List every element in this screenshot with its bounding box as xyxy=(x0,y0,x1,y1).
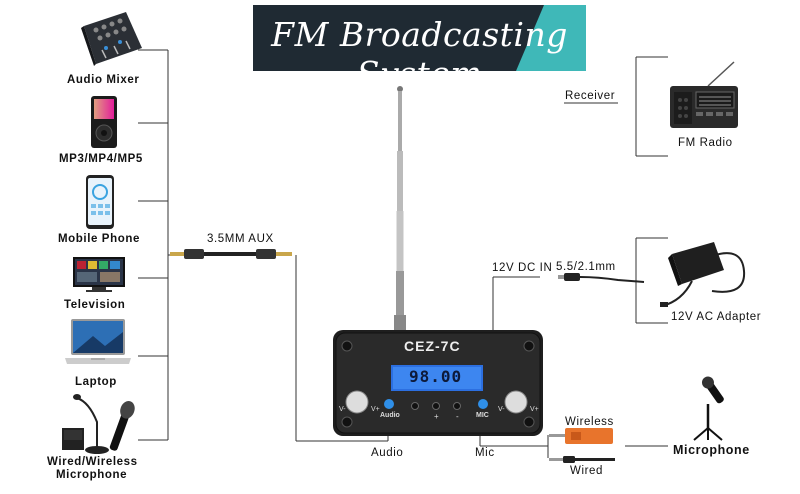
fm-transmitter-icon xyxy=(333,330,543,436)
source-label-television: Television xyxy=(64,299,126,311)
wireless-option-label: Wireless xyxy=(565,416,614,428)
title-banner: FM Broadcasting System xyxy=(253,5,586,71)
source-label-microphone-line1: Wired/Wireless xyxy=(47,456,138,468)
panel-plus-label: + xyxy=(434,412,439,421)
receiver-section-label: Receiver xyxy=(565,90,616,102)
fm-radio-icon xyxy=(670,61,738,128)
knob-label-right-plus: V+ xyxy=(530,406,539,413)
banner-title: FM Broadcasting System xyxy=(271,15,568,71)
frequency-display: 98.00 xyxy=(409,367,463,386)
source-label-mp3: MP3/MP4/MP5 xyxy=(59,153,143,165)
knob-label-right-minus: V- xyxy=(498,406,505,413)
aux-cable-label: 3.5MM AUX xyxy=(207,233,274,245)
ac-adapter-icon xyxy=(660,242,746,307)
panel-minus-label: - xyxy=(456,412,459,421)
knob-label-left-minus: V- xyxy=(339,406,346,413)
mic-port-label: Mic xyxy=(475,447,495,459)
antenna-icon xyxy=(394,86,406,337)
knob-label-left-plus: V+ xyxy=(371,406,380,413)
laptop-icon xyxy=(65,319,131,364)
transmitter-model: CEZ-7C xyxy=(404,338,461,354)
fm-radio-label: FM Radio xyxy=(678,137,733,149)
microphone-icon xyxy=(62,394,135,454)
aux-cable-icon xyxy=(170,249,292,259)
source-label-microphone-line2: Microphone xyxy=(56,469,128,481)
mobile-phone-icon xyxy=(86,175,114,229)
plug-size-label: 5.5/2.1mm xyxy=(556,261,616,273)
panel-audio-label: Audio xyxy=(380,412,400,419)
audio-mixer-icon xyxy=(81,12,142,66)
stand-microphone-icon xyxy=(693,376,724,441)
dc-in-label: 12V DC IN xyxy=(492,262,553,274)
source-label-laptop: Laptop xyxy=(75,376,117,388)
wired-option-label: Wired xyxy=(570,465,604,477)
ac-adapter-label: 12V AC Adapter xyxy=(671,311,762,323)
audio-port-label: Audio xyxy=(371,447,404,459)
mp3-player-icon xyxy=(91,96,117,148)
panel-mic-label: MIC xyxy=(476,412,489,419)
wired-mic-plug-icon xyxy=(549,456,615,463)
wireless-receiver-icon xyxy=(549,428,613,444)
source-label-audio-mixer: Audio Mixer xyxy=(67,74,140,86)
dc-plug-icon xyxy=(558,273,645,283)
microphone-label: Microphone xyxy=(673,443,750,457)
source-label-mobile-phone: Mobile Phone xyxy=(58,233,140,245)
television-icon xyxy=(73,257,125,292)
